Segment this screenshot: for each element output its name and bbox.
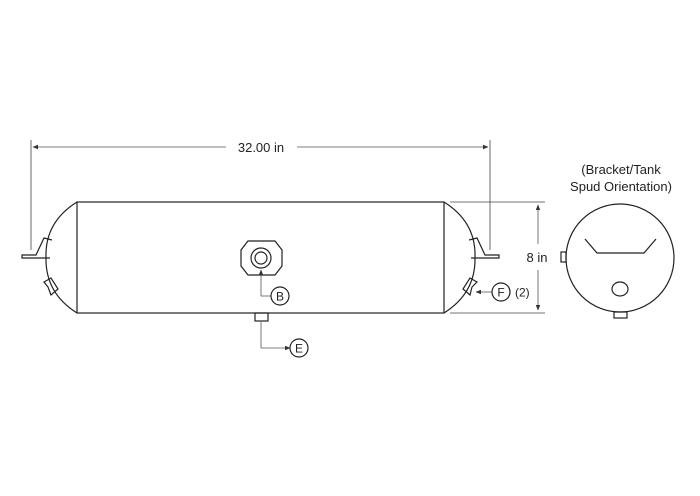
end-view-bottom-spud xyxy=(613,311,628,319)
tank-side-view xyxy=(21,201,500,322)
length-label: 32.00 in xyxy=(238,140,284,155)
callout-f-label: F xyxy=(497,286,504,300)
end-view-title-2: Spud Orientation) xyxy=(570,179,672,194)
length-dimension: 32.00 in xyxy=(30,140,491,250)
port-b-fitting xyxy=(240,240,283,276)
right-spud-f xyxy=(462,277,478,297)
callout-f-quantity: (2) xyxy=(515,286,530,300)
callout-b-label: B xyxy=(276,290,284,304)
end-view-side-spud xyxy=(560,251,567,263)
callout-f: F (2) xyxy=(475,282,530,302)
left-bracket xyxy=(21,237,53,259)
end-view-title-1: (Bracket/Tank xyxy=(581,162,661,177)
diameter-label: 8 in xyxy=(527,250,548,265)
end-view: (Bracket/Tank Spud Orientation) xyxy=(560,162,675,319)
diameter-dimension: 8 in xyxy=(450,201,548,314)
right-bracket xyxy=(468,237,500,259)
end-view-bracket xyxy=(584,238,657,254)
port-e-spud xyxy=(254,312,269,322)
end-view-port xyxy=(611,281,629,297)
left-spud xyxy=(43,277,59,297)
callout-e-label: E xyxy=(295,342,303,356)
callout-e: E xyxy=(260,322,309,358)
callout-b: B xyxy=(258,269,290,306)
